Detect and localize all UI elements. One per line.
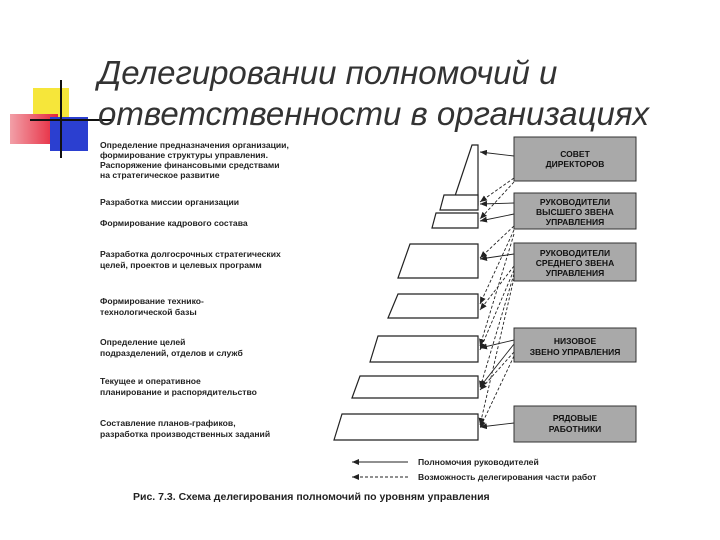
level-box-workers: РЯДОВЫЕ РАБОТНИКИ <box>513 405 637 443</box>
slide-title: Делегировании полномочий и ответственнос… <box>98 52 649 134</box>
label-line: Текущее и оперативное <box>100 376 201 386</box>
box-line: СОВЕТ <box>560 149 590 159</box>
label-line: разработка производственных заданий <box>100 429 270 439</box>
label-line: Определение целей <box>100 337 185 347</box>
label-line: целей, проектов и целевых программ <box>100 260 262 270</box>
dashed-arrow <box>479 269 515 351</box>
figure-caption: Рис. 7.3. Схема делегирования полномочий… <box>133 491 490 503</box>
box-line: РЯДОВЫЕ <box>553 413 598 423</box>
solid-arrow <box>479 422 515 430</box>
label-line: формирование структуры управления. <box>100 150 268 160</box>
box-line: ДИРЕКТОРОВ <box>546 159 605 169</box>
solid-arrow <box>479 149 515 157</box>
pyramid <box>333 144 479 441</box>
pyramid-tier-6 <box>369 335 479 363</box>
dashed-arrow <box>479 351 515 391</box>
pyramid-tier-8 <box>333 413 479 441</box>
dashed-arrow <box>478 277 515 426</box>
box-line: СРЕДНЕГО ЗВЕНА <box>536 258 614 268</box>
pyramid-tier-4 <box>397 243 479 279</box>
solid-arrow <box>479 343 515 388</box>
label-line: Разработка миссии организации <box>100 197 239 207</box>
title-line-2: ответственности в организациях <box>98 95 650 132</box>
solid-arrow <box>479 253 515 261</box>
dashed-arrow <box>479 229 515 305</box>
label-line: технологической базы <box>100 307 197 317</box>
box-line: НИЗОВОЕ <box>554 336 597 346</box>
label-line: на стратегическое развитие <box>100 170 220 180</box>
level-box-board: СОВЕТ ДИРЕКТОРОВ <box>513 136 637 182</box>
title-line-1: Делегировании полномочий и <box>98 54 558 91</box>
label-line: Распоряжение финансовыми средствами <box>100 160 280 170</box>
label-line: планирование и распорядительство <box>100 387 257 397</box>
box-line: УПРАВЛЕНИЯ <box>546 217 604 227</box>
label-line: Формирование кадрового состава <box>100 218 248 228</box>
dashed-arrow <box>479 225 515 259</box>
dashed-arrow <box>479 181 515 220</box>
box-line: ЗВЕНО УПРАВЛЕНИЯ <box>530 347 621 357</box>
authority-arrows <box>479 149 515 430</box>
dashed-arrow <box>479 233 515 347</box>
label-line: Составление планов-графиков, <box>100 418 236 428</box>
dashed-arrow <box>479 177 515 203</box>
decor-blue-square <box>50 117 88 151</box>
legend-solid-label: Полномочия руководителей <box>418 457 539 467</box>
legend-dashed-label: Возможность делегирования части работ <box>418 472 596 482</box>
pyramid-tier-7 <box>351 375 479 399</box>
pyramid-tier-2 <box>439 194 479 211</box>
left-labels: Определение предназначения организации, … <box>100 140 289 439</box>
box-line: ВЫСШЕГО ЗВЕНА <box>536 207 614 217</box>
level-box-top-managers: РУКОВОДИТЕЛИ ВЫСШЕГО ЗВЕНА УПРАВЛЕНИЯ <box>513 192 637 230</box>
label-line: подразделений, отделов и служб <box>100 348 243 358</box>
delegation-arrows <box>478 177 515 429</box>
level-box-lower-management: НИЗОВОЕ ЗВЕНО УПРАВЛЕНИЯ <box>513 327 637 363</box>
label-line: Определение предназначения организации, <box>100 140 289 150</box>
label-line: Формирование технико- <box>100 296 204 306</box>
box-line: РУКОВОДИТЕЛИ <box>540 197 610 207</box>
box-line: УПРАВЛЕНИЯ <box>546 268 604 278</box>
solid-arrow <box>479 213 515 223</box>
label-line: Разработка долгосрочных стратегических <box>100 249 281 259</box>
box-line: РУКОВОДИТЕЛИ <box>540 248 610 258</box>
pyramid-tier-5 <box>387 293 479 319</box>
box-line: РАБОТНИКИ <box>549 424 602 434</box>
pyramid-tier-3 <box>431 212 479 229</box>
level-boxes: СОВЕТ ДИРЕКТОРОВ РУКОВОДИТЕЛИ ВЫСШЕГО ЗВ… <box>513 136 637 443</box>
dashed-arrow <box>479 355 515 429</box>
solid-arrow <box>479 200 515 207</box>
solid-arrow <box>479 339 515 350</box>
dashed-arrow <box>479 265 515 311</box>
legend: Полномочия руководителей Возможность дел… <box>352 457 596 482</box>
level-box-middle-managers: РУКОВОДИТЕЛИ СРЕДНЕГО ЗВЕНА УПРАВЛЕНИЯ <box>513 242 637 282</box>
decor-horizontal-line <box>30 119 112 121</box>
